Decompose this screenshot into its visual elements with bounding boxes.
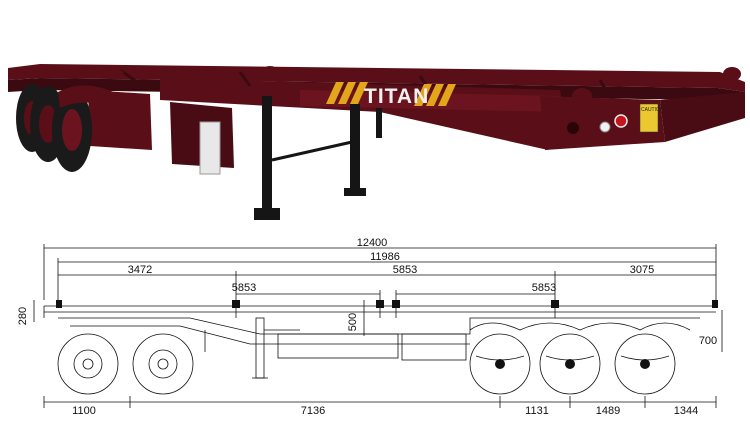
dim-line-vertical	[33, 300, 723, 352]
svg-text:CAUTION: CAUTION	[641, 107, 664, 113]
dim-beam-height: 500	[347, 313, 359, 331]
dim-rear-height: 700	[699, 335, 717, 347]
dim-line-overall	[43, 244, 717, 300]
trailer-photo: TITAN CAUTION	[8, 64, 745, 220]
dim-lock-spacing-front: 5853	[232, 282, 256, 294]
dim-wheelbase: 7136	[301, 405, 325, 417]
dim-frame-length: 11986	[370, 251, 400, 263]
caution-sticker: CAUTION	[639, 103, 664, 133]
dim-axle-spacing-2: 1489	[596, 405, 620, 417]
dim-rear-offset: 3075	[630, 264, 654, 276]
landing-legs	[254, 96, 382, 220]
dim-middle-span: 5853	[393, 264, 417, 276]
dim-line-segments	[58, 271, 716, 305]
brand-label: TITAN	[364, 85, 429, 108]
dim-lock-spacing-rear: 5853	[532, 282, 556, 294]
dim-front-offset: 3472	[128, 264, 152, 276]
lock-fittings	[56, 300, 718, 369]
frame-side-view	[43, 302, 716, 361]
wheels-side-view	[57, 333, 676, 395]
landing-gear-side	[252, 317, 300, 379]
dim-front-overhang: 1100	[72, 405, 96, 417]
wheels	[16, 84, 118, 172]
rear-lights	[567, 114, 628, 134]
trailer-frame	[8, 64, 745, 150]
hazard-stripes	[326, 82, 456, 106]
dim-kingpin-height: 280	[17, 307, 29, 325]
toolbox	[88, 90, 234, 175]
dim-axle-spacing-1: 1131	[525, 405, 549, 417]
dim-line-bottom	[43, 396, 717, 408]
technical-drawing: 12400 11986 3472 5853 3075 5853 5853 280…	[17, 237, 723, 417]
dim-rear-overhang: 1344	[674, 405, 698, 417]
twist-locks	[108, 66, 741, 104]
dim-overall-length: 12400	[357, 237, 388, 249]
leaf-springs	[475, 355, 670, 361]
dim-line-frame	[57, 258, 716, 300]
